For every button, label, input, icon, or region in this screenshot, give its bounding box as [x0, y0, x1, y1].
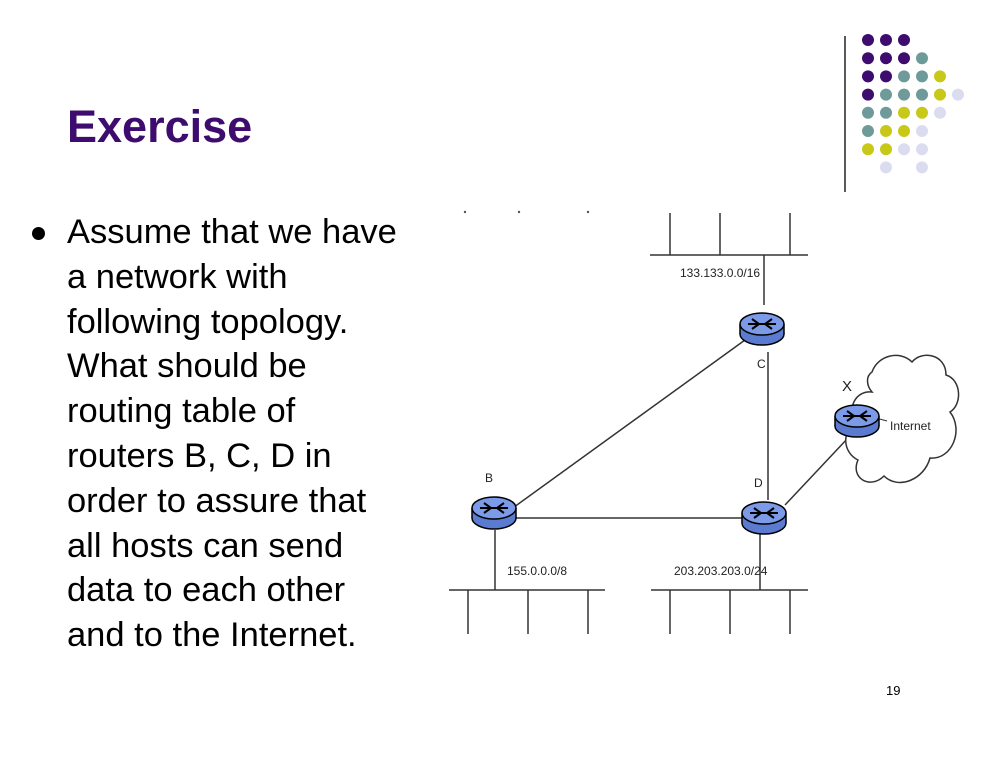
stray-dot — [463, 210, 467, 214]
network-segment-bottom-right — [651, 530, 808, 634]
decorative-dot — [934, 106, 946, 119]
links — [509, 339, 849, 519]
network-segment-bottom-left — [449, 530, 605, 634]
decorative-dot — [934, 88, 946, 101]
stray-dot — [586, 210, 590, 214]
decorative-dot — [898, 34, 910, 46]
decorative-dot — [880, 34, 892, 46]
decorative-dot — [862, 143, 874, 156]
network-label-bottom-left: 155.0.0.0/8 — [507, 564, 567, 578]
network-label-top: 133.133.0.0/16 — [680, 266, 760, 280]
decorative-dot — [916, 88, 928, 101]
decorative-dot — [916, 125, 928, 137]
decorative-dot — [916, 143, 928, 156]
router-x-label: X — [842, 378, 852, 395]
decorative-dot — [862, 88, 874, 101]
decorative-dot — [880, 106, 892, 119]
decorative-dot — [916, 161, 928, 174]
router-c-label: C — [757, 357, 766, 371]
slide-title: Exercise — [67, 101, 253, 152]
decorative-dot — [880, 88, 892, 101]
internet-label: Internet — [890, 419, 931, 433]
decorative-dot — [916, 52, 928, 65]
decorative-dot — [880, 125, 892, 137]
decorative-dot — [898, 143, 910, 156]
router-b — [471, 496, 517, 530]
slide-number: 19 — [886, 683, 901, 698]
decorative-dot — [880, 52, 892, 65]
router-d-label: D — [754, 476, 763, 490]
dot-pattern — [862, 34, 964, 174]
decorative-dot — [880, 161, 892, 174]
link-b-c — [509, 339, 746, 511]
decorative-dot — [880, 143, 892, 156]
bullet-dot — [32, 227, 45, 240]
decorative-dot — [862, 70, 874, 83]
link-d-x — [784, 437, 849, 506]
decorative-dot — [862, 106, 874, 119]
decorative-dot — [898, 88, 910, 101]
router-x — [834, 404, 880, 438]
bullet-list: Assume that we have a network with follo… — [28, 210, 448, 658]
decorative-dot — [952, 88, 964, 101]
router-d — [741, 501, 787, 535]
decorative-dot — [916, 70, 928, 83]
decorative-dot — [862, 34, 874, 46]
decorative-dot — [934, 70, 946, 83]
router-b-label: B — [485, 471, 493, 485]
decorative-dot — [898, 52, 910, 65]
bullet-item: Assume that we have a network with follo… — [28, 210, 448, 658]
network-label-bottom-right: 203.203.203.0/24 — [674, 564, 768, 578]
decorative-dot — [898, 106, 910, 119]
decorative-dot — [862, 52, 874, 65]
internet-cloud — [845, 354, 960, 484]
decorative-dot — [898, 70, 910, 83]
router-c — [739, 312, 785, 346]
decorative-dot — [898, 125, 910, 137]
stray-dot — [517, 210, 521, 214]
decorative-dot — [916, 106, 928, 119]
network-segment-top — [650, 213, 808, 305]
decorative-dot — [880, 70, 892, 83]
bullet-text: Assume that we have a network with follo… — [67, 213, 397, 655]
decorative-dot — [862, 125, 874, 137]
